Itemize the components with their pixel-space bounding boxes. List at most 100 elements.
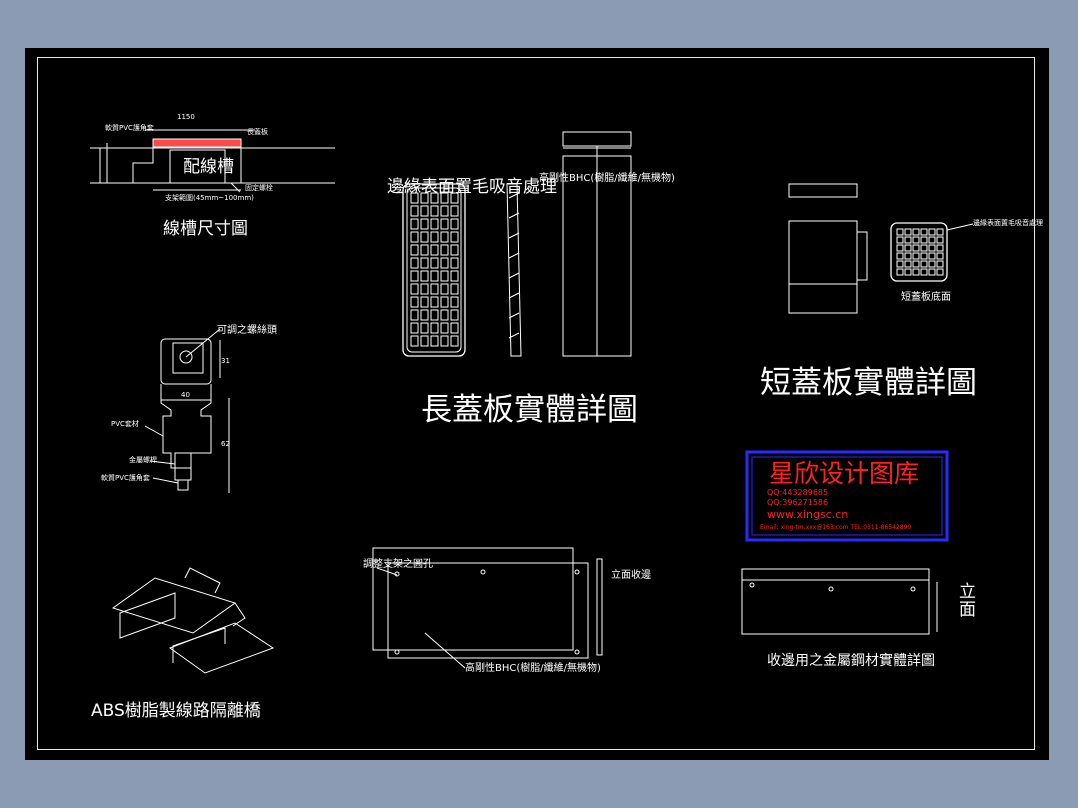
short-cover-cell xyxy=(936,260,944,268)
long-cover-cell xyxy=(430,270,439,282)
short-cover-cell xyxy=(928,236,936,244)
short-cover-cell xyxy=(928,244,936,252)
long-cover-cell xyxy=(420,322,429,334)
long-cover-cell xyxy=(440,218,449,230)
long-cover-cell xyxy=(410,192,419,204)
short-cover-cell xyxy=(896,244,904,252)
long-cover-grid xyxy=(410,192,459,347)
long-cover-cell xyxy=(430,205,439,217)
short-cover-cell xyxy=(896,268,904,276)
short-cover-cell xyxy=(904,228,912,236)
long-cover-cell xyxy=(450,335,459,347)
watermark-title: 星欣设计图库 xyxy=(769,459,919,488)
short-cover-cell xyxy=(920,236,928,244)
short-cover-cell xyxy=(896,228,904,236)
elevation-vertical-1: 立 xyxy=(959,582,976,602)
support-range-label: 支架範圍(45mm~100mm) xyxy=(165,193,254,202)
high-rigidity-label-2: 高剛性BHC(樹脂/纖維/無機物) xyxy=(465,661,601,674)
long-cover-cell xyxy=(440,192,449,204)
trough-width-dim: 1150 xyxy=(177,113,195,121)
cad-viewport[interactable]: 配線槽 1150 軟質PVC護角套 長蓋板 固定螺栓 支架範圍(45mm~100… xyxy=(25,48,1049,760)
long-cover-cell xyxy=(420,218,429,230)
short-cover-cell xyxy=(904,260,912,268)
long-cover-cell xyxy=(450,309,459,321)
edge-metal-title: 收邊用之金屬鋼材實體詳圖 xyxy=(767,652,935,669)
abs-bridge-drawing: ABS樹脂製線路隔離橋 xyxy=(91,567,275,721)
long-cover-cell xyxy=(440,205,449,217)
long-cover-cell xyxy=(410,296,419,308)
dim-31: 31 xyxy=(221,357,230,365)
long-cover-cell xyxy=(440,296,449,308)
long-cover-cell xyxy=(430,244,439,256)
long-cover-cell xyxy=(440,231,449,243)
long-cover-cell xyxy=(430,218,439,230)
long-cover-cell xyxy=(440,244,449,256)
long-cover-drawing: 邊緣表面置毛吸音處理 高剛性BHC(樹脂/纖維/無機物) 長蓋板實體詳圖 xyxy=(387,131,675,428)
long-cover-cell xyxy=(450,322,459,334)
long-cover-cell xyxy=(450,244,459,256)
short-cover-cell xyxy=(920,244,928,252)
long-cover-cell xyxy=(430,335,439,347)
edge-treatment-label: 邊緣表面置毛吸音處理 xyxy=(387,177,557,197)
long-cover-cell xyxy=(430,322,439,334)
short-cover-cell xyxy=(920,228,928,236)
long-cover-cell xyxy=(450,296,459,308)
elevation-vertical-2: 面 xyxy=(959,600,976,620)
long-cover-cell xyxy=(420,335,429,347)
short-cover-cell xyxy=(928,268,936,276)
long-cover-cell xyxy=(440,257,449,269)
short-cover-cell xyxy=(920,268,928,276)
pvc-cap-label: 軟質PVC護角套 xyxy=(101,473,150,482)
cad-drawing: 配線槽 1150 軟質PVC護角套 長蓋板 固定螺栓 支架範圍(45mm~100… xyxy=(90,113,1043,721)
high-rigidity-label-1: 高剛性BHC(樹脂/纖維/無機物) xyxy=(539,171,675,184)
long-cover-cell xyxy=(420,192,429,204)
long-cover-cell xyxy=(410,218,419,230)
dim-40: 40 xyxy=(181,391,190,399)
dim-62: 62 xyxy=(221,440,230,448)
long-cover-cell xyxy=(420,283,429,295)
short-cover-grid xyxy=(896,228,944,276)
long-cover-cell xyxy=(440,322,449,334)
long-cover-cell xyxy=(450,218,459,230)
long-cover-cell xyxy=(450,205,459,217)
drawing-frame xyxy=(37,57,1035,750)
top-cover-label: 長蓋板 xyxy=(247,127,268,136)
long-cover-cell xyxy=(410,257,419,269)
short-cover-cell xyxy=(904,244,912,252)
short-cover-title: 短蓋板實體詳圖 xyxy=(760,365,977,401)
short-cover-cell xyxy=(920,252,928,260)
elevation-edge-label: 立面收邊 xyxy=(611,568,651,581)
watermark-email: Email: xing-tm.xxx@163.com TEL:0311-8654… xyxy=(760,524,911,531)
short-cover-cell xyxy=(912,228,920,236)
short-cover-cell xyxy=(936,268,944,276)
long-cover-cell xyxy=(430,309,439,321)
long-cover-cell xyxy=(420,257,429,269)
short-cover-cell xyxy=(928,228,936,236)
long-cover-cell xyxy=(410,244,419,256)
long-cover-cell xyxy=(420,309,429,321)
long-cover-cell xyxy=(440,335,449,347)
long-cover-cell xyxy=(410,205,419,217)
short-cover-cell xyxy=(936,236,944,244)
long-cover-cell xyxy=(450,270,459,282)
short-cover-bottom-label: 短蓋板底面 xyxy=(901,290,951,303)
metal-bolt-label: 金屬螺桿 xyxy=(129,455,157,464)
anchor-label: 固定螺栓 xyxy=(245,183,273,192)
edge-metal-drawing: 立 面 收邊用之金屬鋼材實體詳圖 xyxy=(741,568,976,669)
long-cover-cell xyxy=(420,231,429,243)
short-cover-cell xyxy=(896,236,904,244)
long-cover-cell xyxy=(420,296,429,308)
abs-bridge-title: ABS樹脂製線路隔離橋 xyxy=(91,701,261,721)
long-cover-cell xyxy=(410,335,419,347)
long-cover-cell xyxy=(440,270,449,282)
long-cover-cell xyxy=(410,270,419,282)
long-cover-cell xyxy=(420,205,429,217)
short-cover-cell xyxy=(904,252,912,260)
short-cover-cell xyxy=(928,260,936,268)
watermark-stamp: 星欣设计图库 QQ:443289685 QQ:396271586 www.xin… xyxy=(745,450,949,542)
short-cover-cell xyxy=(936,228,944,236)
long-cover-cell xyxy=(420,244,429,256)
long-cover-cell xyxy=(450,231,459,243)
pvc-label: PVC套材 xyxy=(111,419,139,428)
adjustable-bolt-label: 可調之螺絲頭 xyxy=(217,323,277,336)
